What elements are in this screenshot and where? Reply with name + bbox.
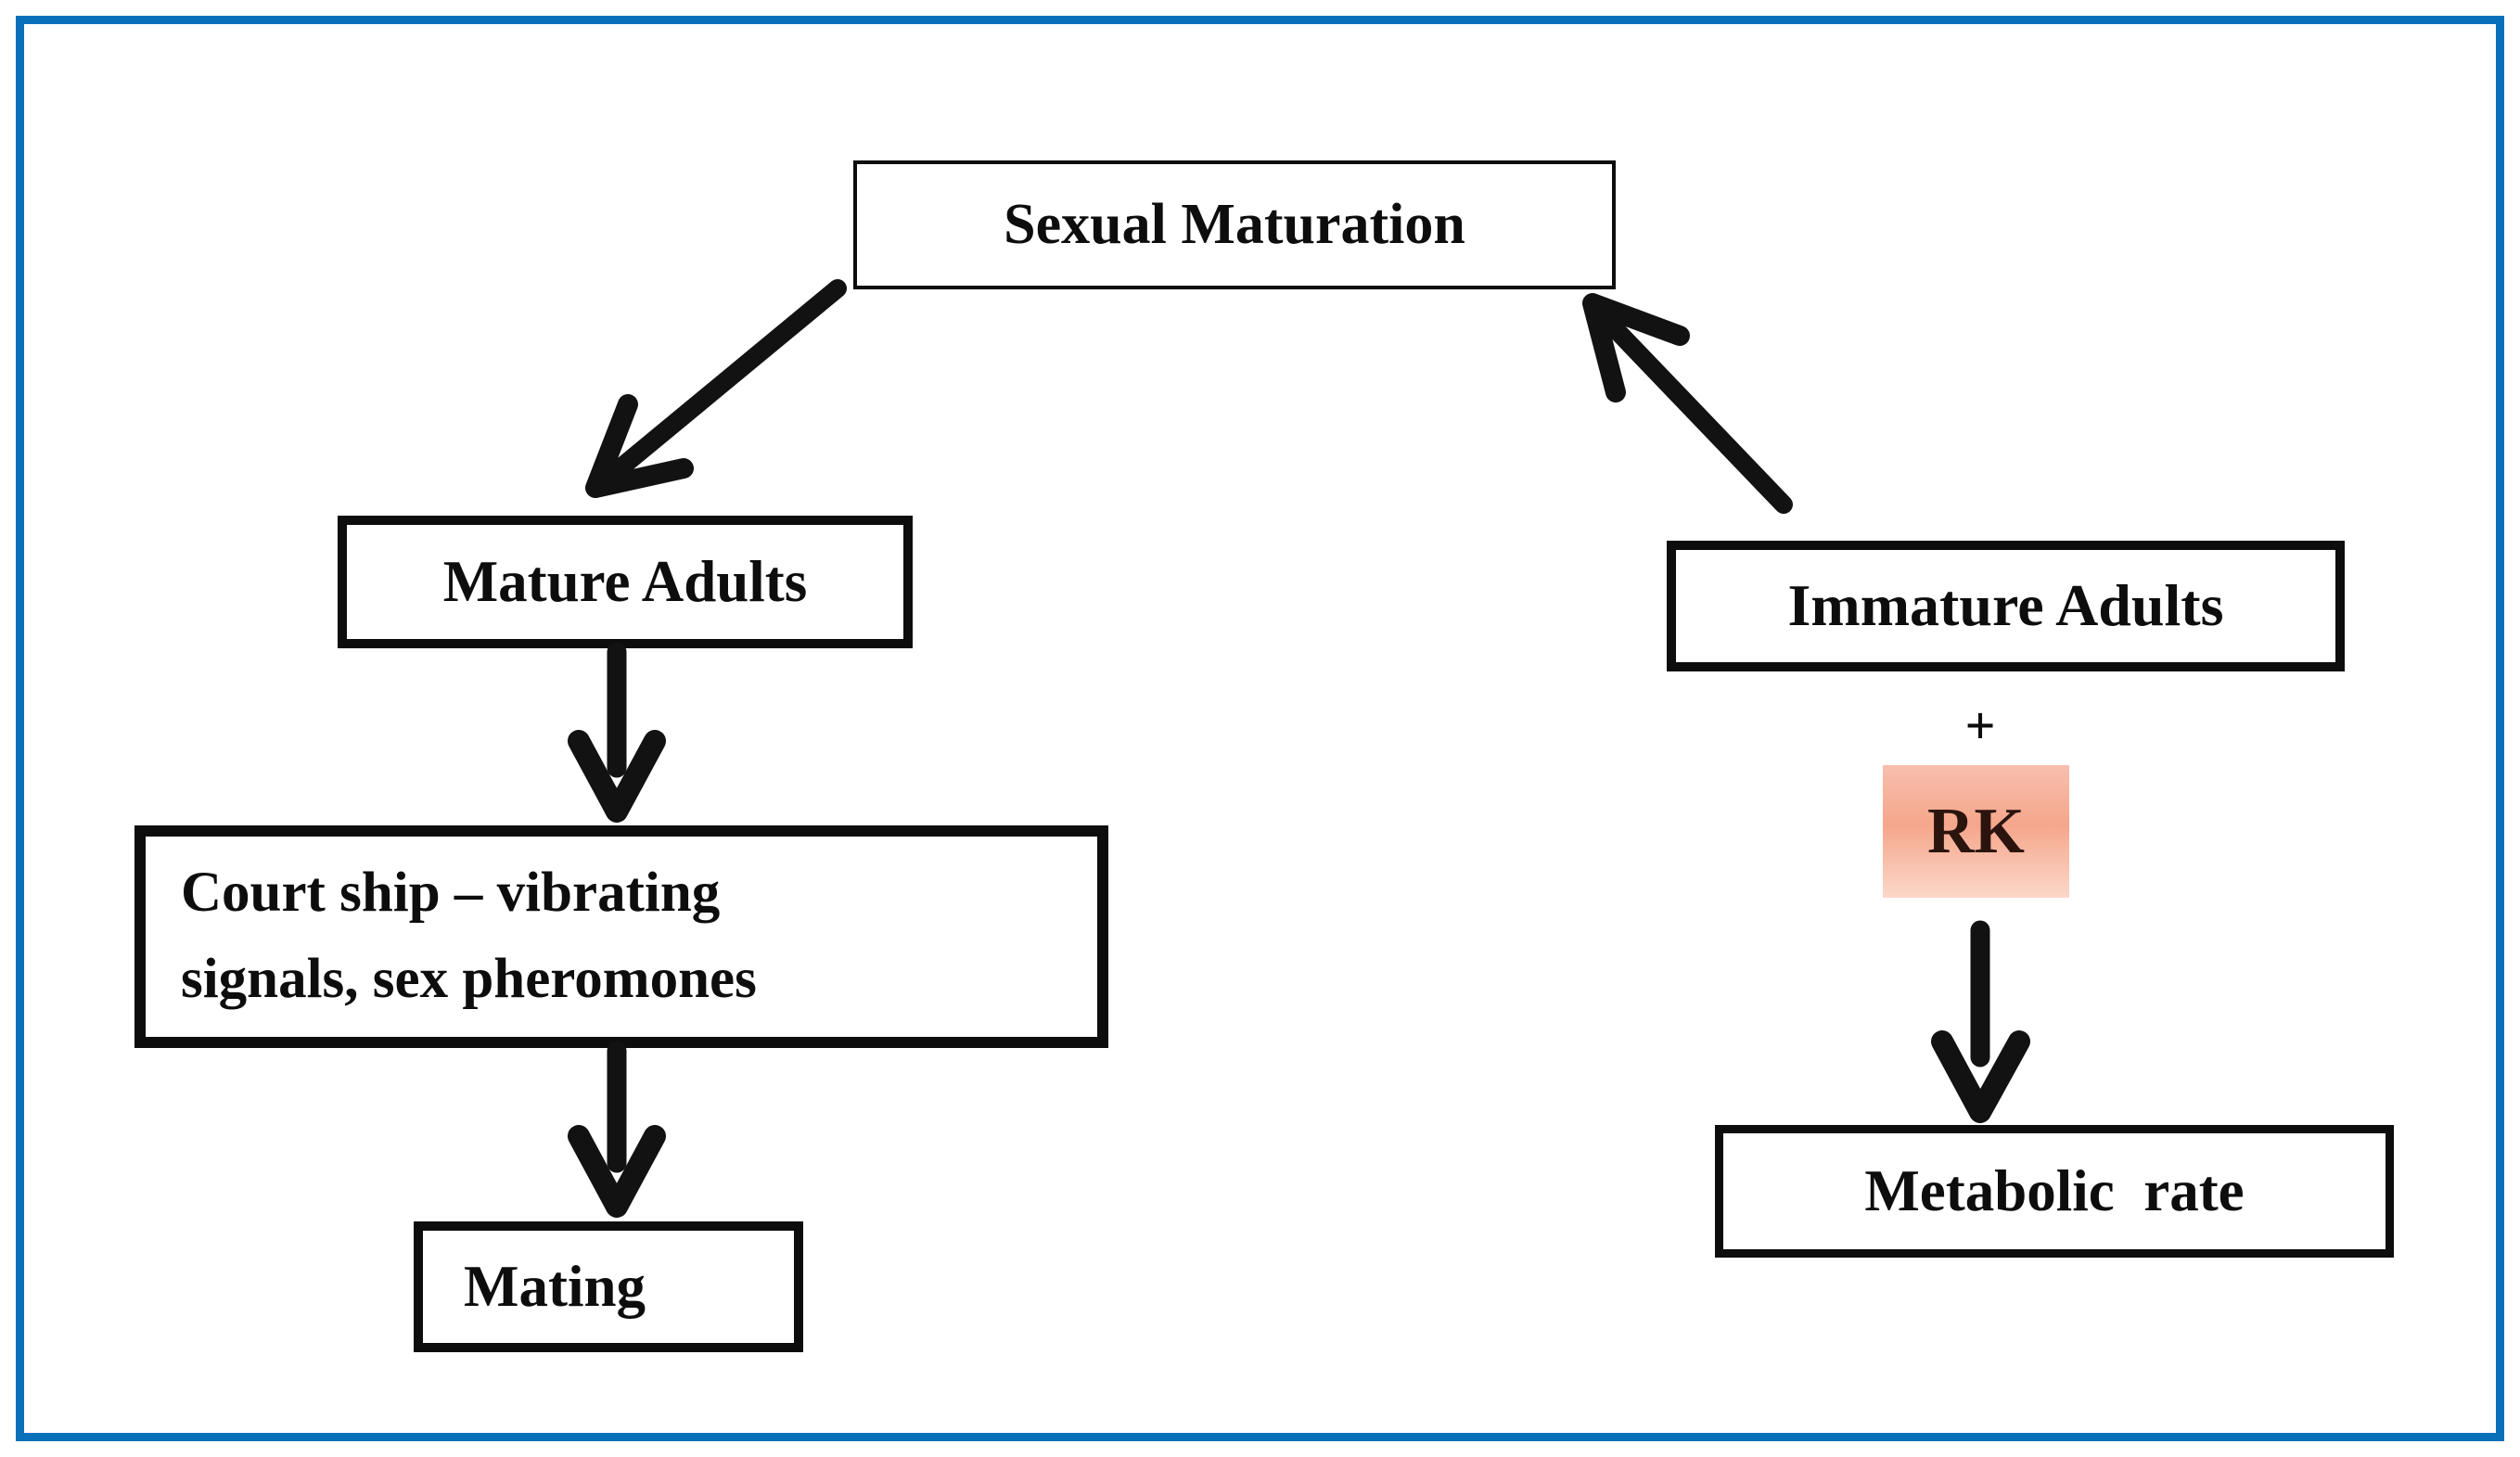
rk-label: RK: [1927, 795, 2025, 867]
node-immature-adults: Immature Adults: [1667, 541, 2345, 671]
node-mature-adults-label: Mature Adults: [442, 548, 808, 614]
node-sexual-maturation-label: Sexual Maturation: [1004, 193, 1465, 257]
node-metabolic-rate: Metabolic rate: [1715, 1125, 2394, 1258]
node-mating-label: Mating: [464, 1253, 646, 1319]
node-metabolic-rate-label: Metabolic rate: [1864, 1157, 2245, 1223]
node-courtship: Court ship – vibrating signals, sex pher…: [134, 825, 1108, 1048]
plus-sign: +: [1964, 695, 1996, 756]
rk-highlight-box: RK: [1883, 765, 2069, 898]
node-immature-adults-label: Immature Adults: [1787, 572, 2224, 639]
node-mature-adults: Mature Adults: [338, 516, 913, 648]
outer-border-frame: [16, 16, 2504, 1441]
node-sexual-maturation: Sexual Maturation: [853, 160, 1616, 289]
node-mating: Mating: [414, 1221, 803, 1352]
node-courtship-label: Court ship – vibrating signals, sex pher…: [181, 862, 757, 1010]
